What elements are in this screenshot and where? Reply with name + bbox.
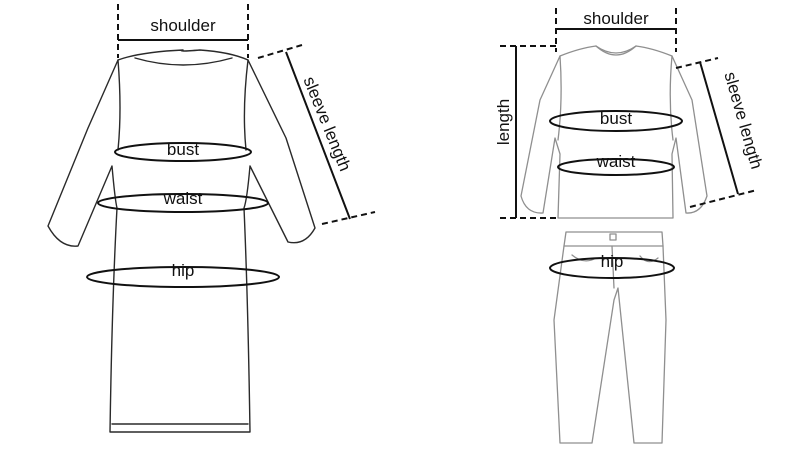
dress-figure bbox=[47, 49, 316, 433]
top-neckline bbox=[595, 45, 637, 56]
top-shoulder-label: shoulder bbox=[583, 9, 649, 28]
top-bust-label: bust bbox=[600, 109, 632, 128]
dress-sleeve-measure bbox=[257, 44, 376, 225]
top-right-armhole bbox=[669, 55, 674, 141]
top-shoulder-measure bbox=[555, 8, 677, 52]
dress-right-armhole bbox=[243, 59, 249, 151]
top-length-label: length bbox=[494, 99, 513, 145]
dress-waist-label: waist bbox=[163, 189, 203, 208]
pants-right-pocket bbox=[639, 255, 659, 263]
dress-neckline bbox=[134, 57, 233, 66]
dress-waist-ellipse bbox=[97, 193, 269, 213]
pants-button bbox=[609, 233, 617, 241]
dress-shoulder-label: shoulder bbox=[150, 16, 216, 35]
dress-hip-ellipse bbox=[86, 266, 280, 288]
top-outline bbox=[520, 45, 708, 219]
dress-left-armhole bbox=[117, 59, 121, 151]
dress-hip-label: hip bbox=[172, 261, 195, 280]
top-left-armhole bbox=[557, 55, 562, 141]
dress-bust-label: bust bbox=[167, 140, 199, 159]
top-bust-ellipse bbox=[549, 110, 683, 132]
pants-fly bbox=[611, 245, 615, 289]
dress-shoulder-measure bbox=[117, 4, 249, 58]
top-waist-ellipse bbox=[557, 158, 675, 176]
top-length-measure bbox=[500, 45, 556, 219]
dress-bust-ellipse bbox=[114, 142, 252, 162]
pants-figure bbox=[553, 231, 667, 444]
pants-hip-ellipse bbox=[549, 257, 675, 279]
top-sleeve-measure bbox=[675, 57, 758, 208]
pants-hip-label: hip bbox=[601, 252, 624, 271]
top-waist-label: waist bbox=[596, 152, 636, 171]
top-figure bbox=[520, 45, 708, 219]
dress-outline bbox=[47, 49, 316, 433]
